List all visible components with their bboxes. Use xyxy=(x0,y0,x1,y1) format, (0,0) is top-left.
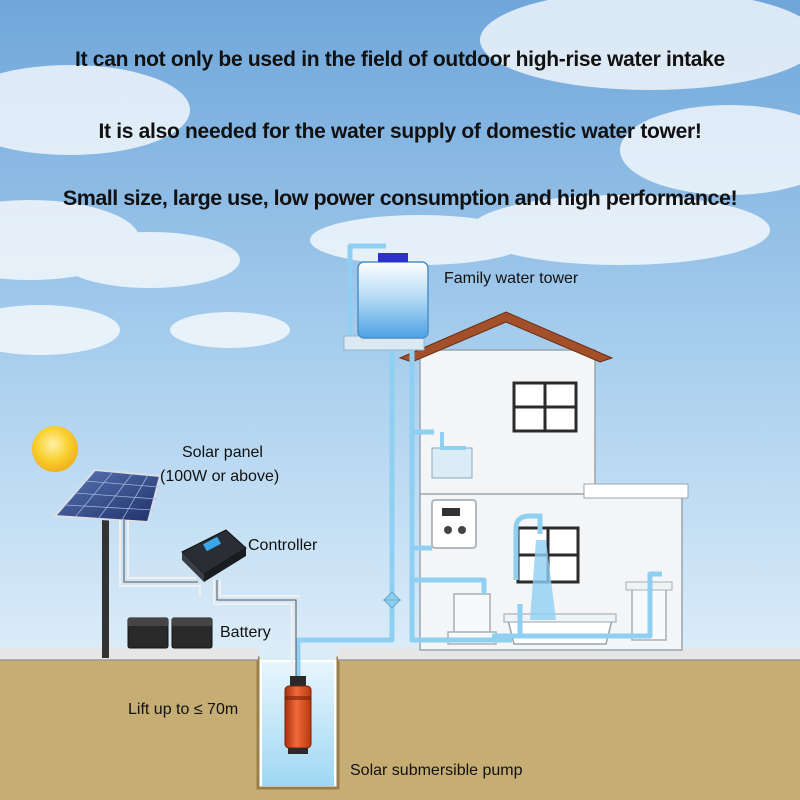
toilet xyxy=(447,593,497,645)
ground xyxy=(0,648,800,800)
controller-icon xyxy=(181,529,247,582)
water-tower-icon xyxy=(343,253,429,351)
shower-water xyxy=(530,540,556,620)
solar-panel-rating-label: (100W or above) xyxy=(160,468,280,485)
sun-icon xyxy=(32,426,78,472)
sink-basin xyxy=(431,447,473,479)
water-tower-label: Family water tower xyxy=(444,270,579,287)
shower-pipe xyxy=(513,513,543,580)
clouds xyxy=(0,0,800,355)
controller-label: Controller xyxy=(248,537,318,554)
battery-icon xyxy=(127,617,213,649)
window-upper xyxy=(512,381,578,433)
wires xyxy=(119,520,300,700)
headline-2: It is also needed for the water supply o… xyxy=(98,120,702,143)
pump-icon xyxy=(284,676,312,754)
water-heater xyxy=(431,499,477,549)
headline-3: Small size, large use, low power consump… xyxy=(62,186,738,210)
pipe-valve-icon xyxy=(382,591,402,609)
solar-panel-icon xyxy=(52,468,162,658)
battery-label: Battery xyxy=(220,624,271,641)
wires-dark xyxy=(123,520,297,700)
headline-1: It can not only be used in the field of … xyxy=(75,48,725,71)
pump-label: Solar submersible pump xyxy=(350,762,523,779)
solar-panel-label: Solar panel xyxy=(182,444,263,461)
lift-label: Lift up to ≤ 70m xyxy=(128,701,239,718)
